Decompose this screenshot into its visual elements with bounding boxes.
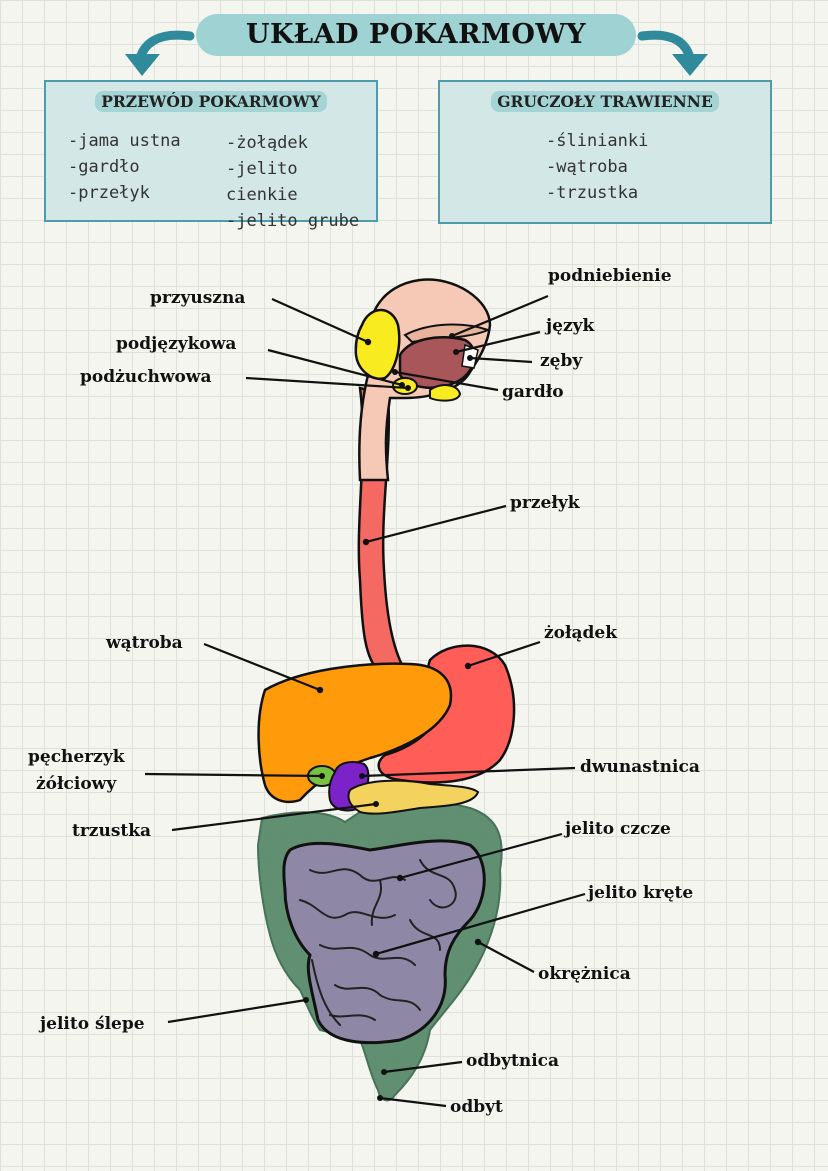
label-przelyk: przełyk — [510, 493, 580, 513]
list-item: -gardło — [68, 157, 140, 177]
label-zeby: zęby — [540, 351, 583, 371]
label-odbyt: odbyt — [450, 1097, 503, 1117]
list-item: -żołądek — [226, 133, 308, 153]
list-item: -wątroba — [546, 157, 628, 177]
label-trzustka: trzustka — [72, 821, 152, 841]
pancreas-shape — [347, 779, 480, 815]
small-intestine-shape — [282, 839, 486, 1045]
label-gardlo: gardło — [502, 382, 564, 402]
arrow-right-head-icon — [672, 54, 708, 76]
label-watroba: wątroba — [106, 633, 183, 653]
label-podzuchwowa: podżuchwowa — [80, 367, 212, 387]
leader-dots — [303, 333, 482, 1101]
digestive-glands-box: GRUCZOŁY TRAWIENNE -ślinianki -wątroba -… — [438, 80, 772, 224]
digestive-tract-list-1: -jama ustna -gardło -przełyk — [68, 128, 181, 206]
label-zoladek: żołądek — [544, 623, 618, 643]
digestive-tract-list-2: -żołądek -jelito cienkie -jelito grube — [226, 130, 376, 234]
label-przyuszna: przyuszna — [150, 288, 246, 308]
digestive-glands-heading: GRUCZOŁY TRAWIENNE — [440, 91, 770, 112]
digestive-tract-heading: PRZEWÓD POKARMOWY — [46, 91, 376, 112]
digestive-tract-box: PRZEWÓD POKARMOWY -jama ustna -gardło -p… — [44, 80, 378, 231]
label-jelito-czcze: jelito czcze — [565, 819, 671, 839]
arrow-left-icon — [135, 30, 195, 63]
label-podniebienie: podniebienie — [548, 266, 672, 286]
label-odbytnica: odbytnica — [466, 1051, 560, 1071]
label-pecherzyk: pęcherzyk — [28, 747, 125, 767]
intestine-folds — [299, 859, 457, 1026]
liver-shape — [257, 662, 453, 804]
label-podjezykowa: podjęzykowa — [116, 334, 237, 354]
label-zolciowy: żółciowy — [36, 774, 117, 794]
label-okreznica: okrężnica — [538, 964, 631, 984]
parotid-gland-shape — [354, 308, 401, 381]
leader-lines — [144, 294, 586, 1108]
digestive-glands-list: -ślinianki -wątroba -trzustka — [546, 128, 648, 206]
label-jelito-slepe: jelito ślepe — [40, 1014, 145, 1034]
list-item: -ślinianki — [546, 131, 649, 151]
label-dwunastnica: dwunastnica — [580, 757, 700, 777]
list-item: -trzustka — [546, 183, 639, 203]
page-title: UKŁAD POKARMOWY — [196, 14, 636, 56]
list-item: -jama ustna — [68, 131, 181, 151]
arrow-left-head-icon — [125, 54, 160, 76]
list-item: -jelito grube — [226, 211, 360, 231]
list-item: -przełyk — [68, 183, 150, 203]
list-item: -jelito cienkie — [226, 159, 298, 205]
label-jelito-krete: jelito kręte — [588, 883, 694, 903]
sublingual-gland-shape — [392, 377, 418, 395]
label-jezyk: język — [546, 316, 595, 336]
submandibular-gland-shape — [429, 384, 462, 402]
